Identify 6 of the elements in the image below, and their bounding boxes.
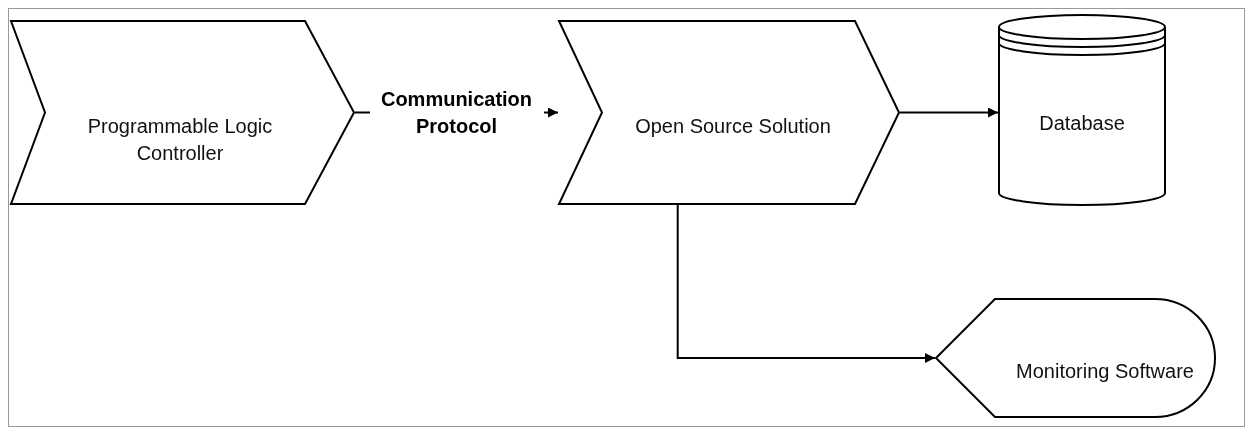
arrow [676,204,936,363]
node-label: Monitoring Software [1015,359,1195,384]
node-label: Database [1038,111,1126,136]
node-label: Open Source Solution [634,113,832,139]
arrow [899,107,999,118]
node-label: Programmable Logic Controller [86,113,274,166]
